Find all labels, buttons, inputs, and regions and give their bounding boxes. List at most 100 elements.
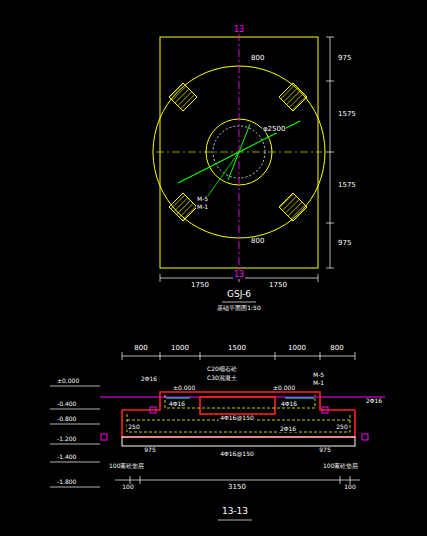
dimension: 1500 (227, 345, 247, 352)
rebar-note: 2Φ16 (365, 398, 383, 404)
axis-number: 13 (233, 271, 245, 279)
plan-view-g (169, 83, 307, 221)
section-view-g-line (320, 352, 321, 360)
section-view-g-rect (200, 397, 275, 414)
dimension: 1575 (337, 182, 357, 189)
plan-view-g-polygon (279, 83, 307, 111)
dimension: 250 (335, 424, 348, 430)
part-mark: M-5 (196, 196, 209, 202)
plan-view-line (239, 124, 250, 152)
dimension: 800 (329, 345, 344, 352)
section-view-g-line (218, 520, 252, 521)
plan-view-line (178, 152, 239, 183)
plan-view-g-polygon (169, 83, 197, 111)
dimension: 800 (250, 238, 265, 245)
section-view-g-line (355, 352, 356, 360)
dimension: 975 (143, 447, 156, 453)
section-view-g-line (285, 398, 314, 399)
part-mark: M-5 (312, 372, 325, 378)
rebar-note: 4Φ16@150 (219, 415, 255, 421)
rebar-note: 4Φ16@150 (219, 451, 255, 457)
section-view-g-line (50, 444, 100, 445)
dimension: 1575 (337, 111, 357, 118)
section-view-g-line (50, 462, 100, 463)
plan-view-g-line (318, 274, 319, 282)
section-view-g-polyline (127, 414, 350, 432)
section-view-g-line (166, 398, 190, 399)
section-view-g (127, 395, 350, 432)
plan-view-line (239, 121, 300, 152)
section-view-g-polyline (165, 395, 315, 408)
dimension: 100 (343, 484, 356, 490)
elevation: -1.400 (56, 454, 77, 460)
dimension: 1000 (287, 345, 307, 352)
elevation: ±0.000 (272, 385, 296, 391)
section-view (50, 352, 385, 520)
plan-view-g-line (326, 152, 334, 153)
plan-view-g-line (326, 268, 334, 269)
drawing-scale: 基础平面图1:50 (216, 305, 261, 311)
plan-view-line (228, 152, 239, 180)
elevation: ±0.000 (172, 385, 196, 391)
drawing-title: GSJ-6 (226, 290, 252, 299)
elevation: -1.800 (56, 479, 77, 485)
section-view-g-line (122, 352, 123, 360)
rebar-note: 4Φ16 (280, 401, 298, 407)
section-view-g-rect (322, 407, 328, 413)
dimension: 800 (250, 55, 265, 62)
dimension: 100 (121, 484, 134, 490)
plan-view-g-polygon (169, 193, 197, 221)
section-view-g-line (50, 386, 100, 387)
dimension: 975 (318, 447, 331, 453)
section-view-g-line (200, 352, 201, 360)
section-view-g-rect (150, 407, 156, 413)
rebar-note: 2Φ16 (279, 426, 297, 432)
section-title: 13-13 (221, 507, 249, 516)
elevation: -1.200 (56, 436, 77, 442)
section-view-g-line (50, 487, 100, 488)
section-view-g-polyline (320, 397, 355, 410)
material-note: 100素砼垫层 (108, 463, 145, 469)
elevation: -0.400 (56, 401, 77, 407)
section-view-g-line (160, 352, 161, 360)
dimension: 800 (133, 345, 148, 352)
section-view-g-line (340, 476, 341, 484)
section-view-g (166, 398, 314, 399)
dimension: 1750 (268, 282, 288, 289)
plan-view-g-line (326, 223, 334, 224)
section-view-g (122, 392, 355, 437)
section-view-g-line (350, 476, 351, 484)
section-view-g (50, 352, 360, 520)
part-mark: M-1 (196, 204, 209, 210)
plan-view-g-line (160, 274, 161, 282)
plan-view-g (160, 37, 334, 302)
plan-view-g-line (222, 302, 256, 303)
plan-view (153, 33, 334, 302)
elevation: ±0.000 (56, 378, 80, 384)
section-view-rect (122, 437, 355, 446)
diameter-note: φ2500 (262, 126, 286, 133)
rebar-note: 4Φ16 (168, 401, 186, 407)
elevation: -0.800 (56, 416, 77, 422)
section-view-g-line (140, 476, 141, 484)
section-view-g-line (50, 424, 100, 425)
dimension: 975 (337, 55, 352, 62)
section-view-g-rect (101, 434, 107, 440)
part-mark: M-1 (312, 380, 325, 386)
dimension: 1000 (170, 345, 190, 352)
axis-number: 13 (233, 26, 245, 34)
section-view-g (101, 407, 368, 440)
material-note: 100素砼垫层 (322, 463, 359, 469)
section-view-g-line (50, 409, 100, 410)
dimension: 1750 (190, 282, 210, 289)
plan-view-g-line (326, 81, 334, 82)
rebar-note: 2Φ16 (140, 376, 158, 382)
section-view-g-polyline (122, 410, 355, 437)
plan-view-g-line (326, 37, 334, 38)
section-view-g-line (115, 480, 360, 481)
material-note: C30混凝土 (206, 375, 238, 381)
plan-view-line (205, 152, 239, 200)
dimension: 975 (337, 240, 352, 247)
section-view-g-polyline (122, 397, 160, 410)
